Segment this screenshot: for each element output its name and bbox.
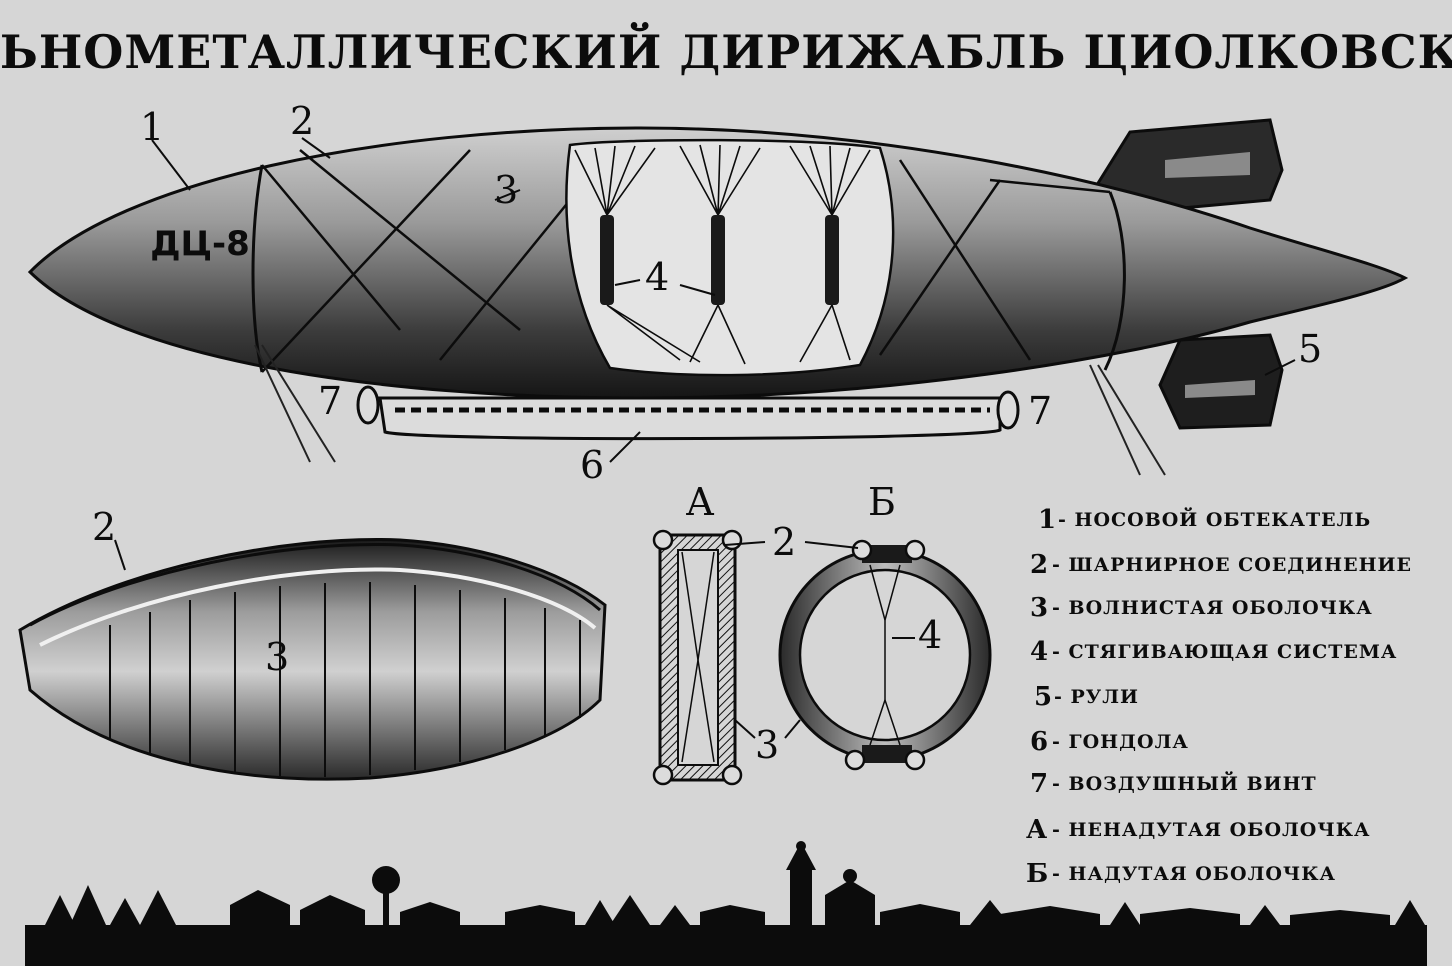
section-b-top-joint (862, 545, 912, 563)
section-b-inflated: Б 2 3 4 (724, 480, 992, 771)
legend-key-b: Б (1026, 859, 1048, 889)
callout-1: 1 (140, 105, 164, 149)
legend-item-3: 3 - ВОЛНИСТАЯ ОБОЛОЧКА (1030, 593, 1373, 623)
callout-lines (151, 137, 1296, 463)
callout-6: 6 (580, 443, 604, 487)
section-a-uninflated: А (652, 480, 743, 786)
legend-text-7: - ВОЗДУШНЫЙ ВИНТ (1052, 771, 1317, 795)
gondola (378, 396, 1002, 441)
legend-item-5: 5 - РУЛИ (1034, 682, 1139, 712)
legend-item-1: 1 - НОСОВОЙ ОБТЕКАТЕЛЬ (1038, 505, 1371, 535)
legend-text-2: - ШАРНИРНОЕ СОЕДИНЕНИЕ (1052, 554, 1412, 576)
legend-item-a: А - НЕНАДУТАЯ ОБОЛОЧКА (1026, 815, 1370, 845)
legend-key-3: 3 (1030, 593, 1048, 623)
section-a-label: А (686, 480, 715, 524)
legend-item-6: 6 - ГОНДОЛА (1030, 727, 1189, 757)
legend-key-1: 1 (1038, 505, 1056, 535)
section-callout-4: 4 (918, 613, 942, 657)
tail-seam (1103, 191, 1126, 371)
callout-7-right: 7 (1028, 389, 1052, 433)
mooring-lines (254, 344, 1166, 476)
section-b-bottom-joint (862, 745, 912, 763)
callout-5: 5 (1298, 327, 1322, 371)
poster-title: ЦЕЛЬНОМЕТАЛЛИЧЕСКИЙ ДИРИЖАБЛЬ ЦИОЛКОВСКО… (0, 21, 1452, 79)
hull-bracing (261, 149, 1111, 373)
shell-segment-view: 2 3 (18, 505, 607, 781)
legend-text-3: - ВОЛНИСТАЯ ОБОЛОЧКА (1052, 597, 1373, 619)
hull-cutaway (565, 138, 895, 377)
legend-key-7: 7 (1030, 769, 1048, 799)
tension-cylinders (600, 215, 839, 305)
legend-key-6: 6 (1030, 727, 1048, 757)
legend-item-7: 7 - ВОЗДУШНЫЙ ВИНТ (1030, 769, 1317, 799)
upper-rudder-panel (1165, 152, 1250, 178)
lower-rudder-panel (1185, 380, 1255, 398)
shell-corrugations (109, 582, 581, 777)
airship-side-view: ДЦ-8 1 2 3 4 5 6 7 7 (27, 99, 1409, 487)
village-silhouette (25, 841, 1427, 966)
callout-2: 2 (290, 99, 314, 143)
section-b-label: Б (868, 480, 896, 524)
legend-item-2: 2 - ШАРНИРНОЕ СОЕДИНЕНИЕ (1030, 550, 1412, 580)
legend-key-a: А (1026, 815, 1047, 845)
propeller-right (996, 390, 1020, 430)
legend-key-4: 4 (1030, 637, 1048, 667)
legend-text-1: - НОСОВОЙ ОБТЕКАТЕЛЬ (1058, 507, 1371, 531)
section-callout-2: 2 (772, 520, 796, 564)
section-callout-3: 3 (755, 723, 779, 767)
section-a-ties (681, 551, 715, 763)
legend-text-4: - СТЯГИВАЮЩАЯ СИСТЕМА (1052, 641, 1397, 663)
legend-key-2: 2 (1030, 550, 1048, 580)
shell-callout-3: 3 (265, 635, 289, 679)
callout-3: 3 (494, 168, 518, 212)
legend-item-b: Б - НАДУТАЯ ОБОЛОЧКА (1026, 859, 1336, 889)
legend-text-5: - РУЛИ (1054, 686, 1139, 708)
callout-7-left: 7 (318, 379, 342, 423)
section-callout-lines (724, 541, 915, 739)
legend-key-5: 5 (1034, 682, 1052, 712)
legend-text-b: - НАДУТАЯ ОБОЛОЧКА (1052, 863, 1336, 885)
propeller-left (356, 385, 380, 425)
lower-rudder (1158, 333, 1284, 430)
legend-text-6: - ГОНДОЛА (1052, 731, 1189, 753)
hull-marking: ДЦ-8 (150, 224, 250, 264)
section-b-hinges (844, 539, 926, 771)
shell-callout-2: 2 (92, 505, 116, 549)
legend-text-a: - НЕНАДУТАЯ ОБОЛОЧКА (1052, 819, 1370, 841)
tension-system (574, 144, 871, 365)
callout-4: 4 (645, 255, 669, 299)
legend-item-4: 4 - СТЯГИВАЮЩАЯ СИСТЕМА (1030, 637, 1397, 667)
legend: 1 - НОСОВОЙ ОБТЕКАТЕЛЬ 2 - ШАРНИРНОЕ СОЕ… (1026, 505, 1412, 889)
section-b-ties (869, 564, 901, 746)
